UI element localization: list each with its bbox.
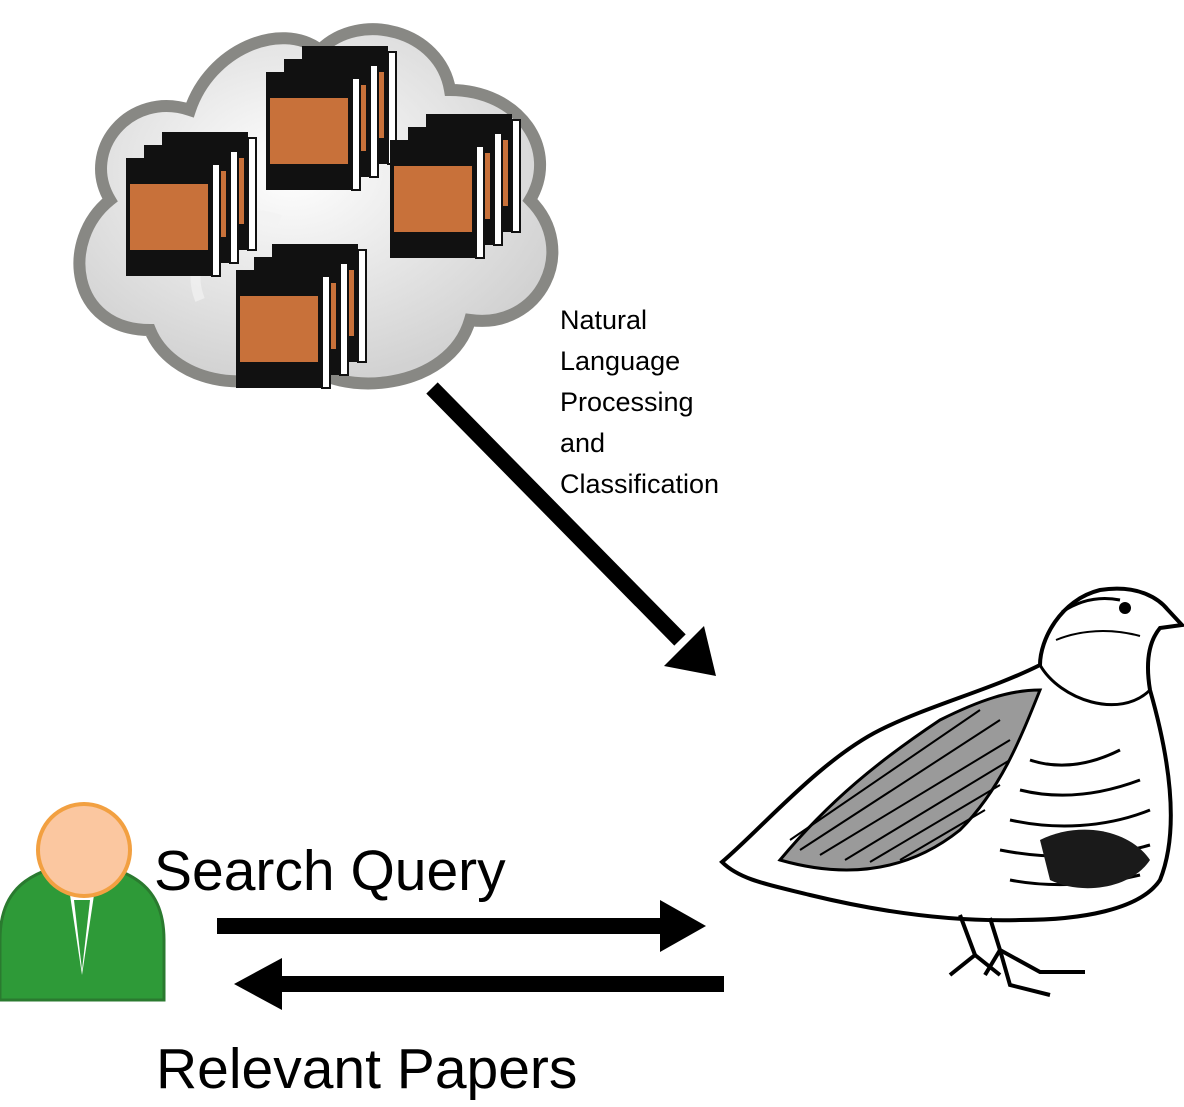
nlp-label-line-3: Processing <box>560 387 694 417</box>
book-stack-top <box>266 46 396 190</box>
cloud-of-documents-icon <box>73 23 559 390</box>
processing-arrow <box>426 382 716 676</box>
search-query-arrow <box>217 900 706 952</box>
partridge-illustration <box>719 586 1184 997</box>
nlp-label-line-1: Natural <box>560 305 648 335</box>
book-stack-bottom <box>236 244 366 388</box>
user-icon <box>0 802 166 1002</box>
nlp-label-line-5: Classification <box>560 469 720 499</box>
user-head <box>36 802 132 898</box>
book-stack-right <box>390 114 520 258</box>
search-query-label: Search Query <box>154 839 506 903</box>
book-stack-left <box>126 132 256 276</box>
relevant-papers-arrow <box>234 958 724 1010</box>
nlp-label-line-4: and <box>560 428 606 458</box>
relevant-papers-label: Relevant Papers <box>156 1037 578 1101</box>
nlp-label-line-2: Language <box>560 346 681 376</box>
nlp-classification-label: Natural Language Processing and Classifi… <box>560 300 719 505</box>
bird-eye <box>1119 602 1131 614</box>
